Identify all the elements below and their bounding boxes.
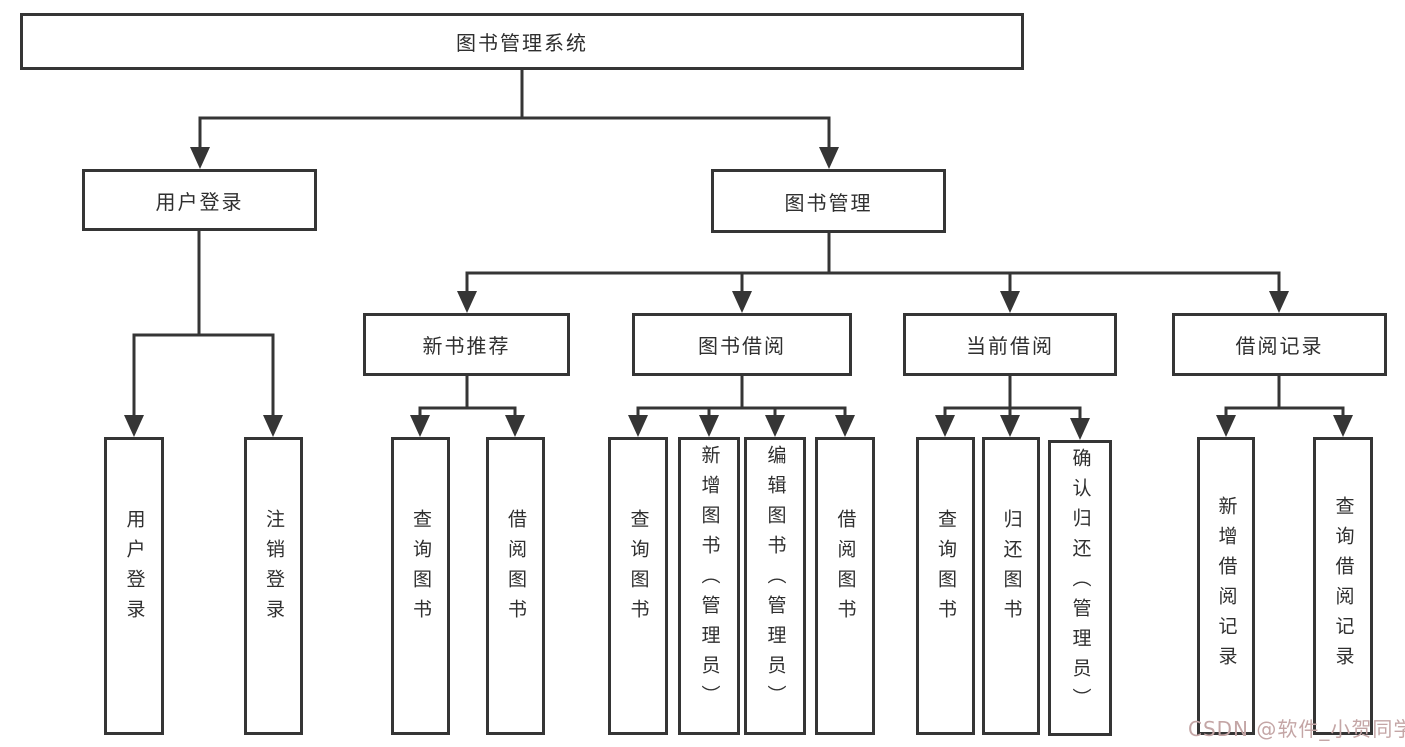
leaf-current-return-books: 归还图书 bbox=[982, 437, 1040, 735]
leaf-borrowing-query-books: 查询图书 bbox=[608, 437, 668, 735]
node-label: 确认归还（管理员） bbox=[1069, 448, 1092, 718]
node-label: 图书借阅 bbox=[698, 334, 786, 358]
node-label: 归还图书 bbox=[1000, 509, 1023, 629]
leaf-borrowing-borrow-books: 借阅图书 bbox=[815, 437, 875, 735]
leaf-recommend-query-books: 查询图书 bbox=[391, 437, 450, 735]
node-label: 图书管理 bbox=[784, 190, 873, 215]
node-label: 新增图书（管理员） bbox=[698, 445, 721, 715]
node-label: 查询图书 bbox=[935, 509, 957, 629]
leaf-records-query-borrow-record: 查询借阅记录 bbox=[1313, 437, 1373, 735]
node-book-borrowing: 图书借阅 bbox=[632, 313, 852, 376]
connector-arrowheads bbox=[124, 147, 1353, 440]
node-label: 借阅图书 bbox=[505, 509, 527, 629]
leaf-current-confirm-return-admin: 确认归还（管理员） bbox=[1048, 440, 1112, 736]
node-label: 编辑图书（管理员） bbox=[764, 445, 787, 715]
node-current-borrowing: 当前借阅 bbox=[903, 313, 1117, 376]
leaf-recommend-borrow-books: 借阅图书 bbox=[486, 437, 545, 735]
leaf-user-login: 用户登录 bbox=[104, 437, 164, 735]
node-label: 借阅记录 bbox=[1235, 334, 1324, 358]
node-library-management-system: 图书管理系统 bbox=[20, 13, 1024, 70]
leaf-current-query-books: 查询图书 bbox=[916, 437, 975, 735]
leaf-borrowing-edit-books-admin: 编辑图书（管理员） bbox=[744, 437, 806, 735]
node-book-management: 图书管理 bbox=[711, 169, 946, 233]
node-user-login: 用户登录 bbox=[82, 169, 317, 231]
node-label: 借阅图书 bbox=[834, 509, 857, 629]
node-label: 用户登录 bbox=[155, 189, 244, 214]
node-label: 图书管理系统 bbox=[456, 31, 588, 55]
node-label: 用户登录 bbox=[123, 509, 146, 629]
leaf-borrowing-add-books-admin: 新增图书（管理员） bbox=[678, 437, 740, 735]
leaf-records-add-borrow-record: 新增借阅记录 bbox=[1197, 437, 1255, 735]
node-label: 查询借阅记录 bbox=[1332, 496, 1355, 676]
node-borrowing-records: 借阅记录 bbox=[1172, 313, 1387, 376]
node-label: 查询图书 bbox=[410, 509, 432, 629]
leaf-logout: 注销登录 bbox=[244, 437, 303, 735]
node-label: 新书推荐 bbox=[422, 334, 511, 358]
node-label: 当前借阅 bbox=[966, 334, 1054, 358]
node-label: 新增借阅记录 bbox=[1215, 496, 1238, 676]
node-label: 查询图书 bbox=[627, 509, 650, 629]
node-label: 注销登录 bbox=[263, 509, 285, 629]
watermark: CSDN @软件_小贺同学 bbox=[1188, 717, 1405, 741]
node-new-book-recommend: 新书推荐 bbox=[363, 313, 570, 376]
